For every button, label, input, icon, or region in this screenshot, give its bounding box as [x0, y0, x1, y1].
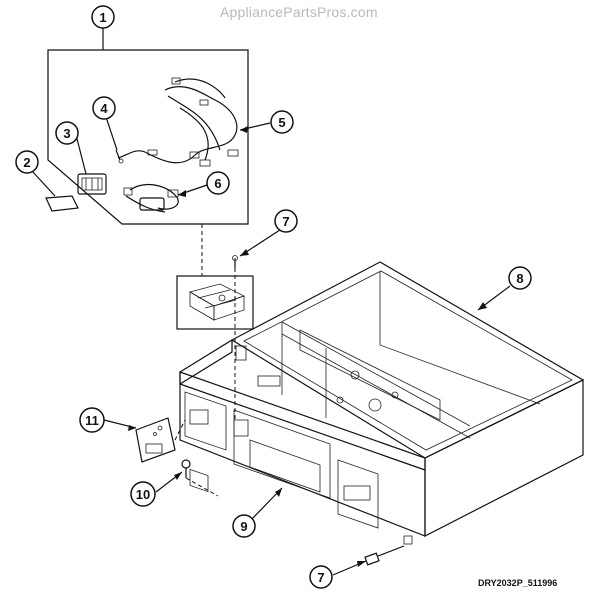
svg-text:8: 8 — [516, 271, 523, 286]
callout-9: 9 — [232, 514, 256, 538]
screw-part-lower — [332, 545, 405, 576]
module-detail-box — [176, 275, 254, 330]
screw-part-upper — [232, 225, 287, 268]
screw-part-10 — [155, 459, 191, 493]
label-card-part — [45, 195, 79, 212]
callout-8: 8 — [508, 266, 532, 290]
dryer-base-cabinet — [179, 261, 585, 545]
callout-7a: 7 — [274, 209, 298, 233]
svg-text:6: 6 — [214, 176, 221, 191]
svg-text:4: 4 — [100, 101, 108, 116]
callout-4: 4 — [92, 96, 116, 120]
terminal-pin-part — [115, 149, 124, 164]
svg-text:1: 1 — [99, 10, 106, 25]
connector-block-part — [77, 173, 107, 195]
svg-text:9: 9 — [240, 519, 247, 534]
callout-10: 10 — [130, 481, 156, 507]
svg-text:10: 10 — [136, 487, 150, 502]
svg-text:3: 3 — [63, 126, 70, 141]
svg-text:11: 11 — [85, 413, 99, 428]
wire-harness-part — [117, 77, 239, 167]
svg-text:7: 7 — [317, 570, 324, 585]
callout-5: 5 — [270, 110, 294, 134]
harness-kit-panel — [31, 28, 271, 225]
callout-7b: 7 — [309, 565, 333, 589]
diagram-code-text: DRY2032P_511996 — [478, 578, 558, 588]
watermark-text: AppliancePartsPros.com — [220, 4, 378, 20]
svg-text:5: 5 — [278, 115, 285, 130]
callout-2: 2 — [15, 150, 39, 174]
bracket-part — [135, 417, 176, 463]
svg-text:7: 7 — [282, 214, 289, 229]
svg-text:2: 2 — [23, 155, 30, 170]
callout-11: 11 — [79, 407, 105, 433]
sensor-harness-part — [123, 183, 179, 213]
callout-3: 3 — [55, 121, 79, 145]
callout-1: 1 — [91, 5, 115, 29]
callout-6: 6 — [206, 171, 230, 195]
